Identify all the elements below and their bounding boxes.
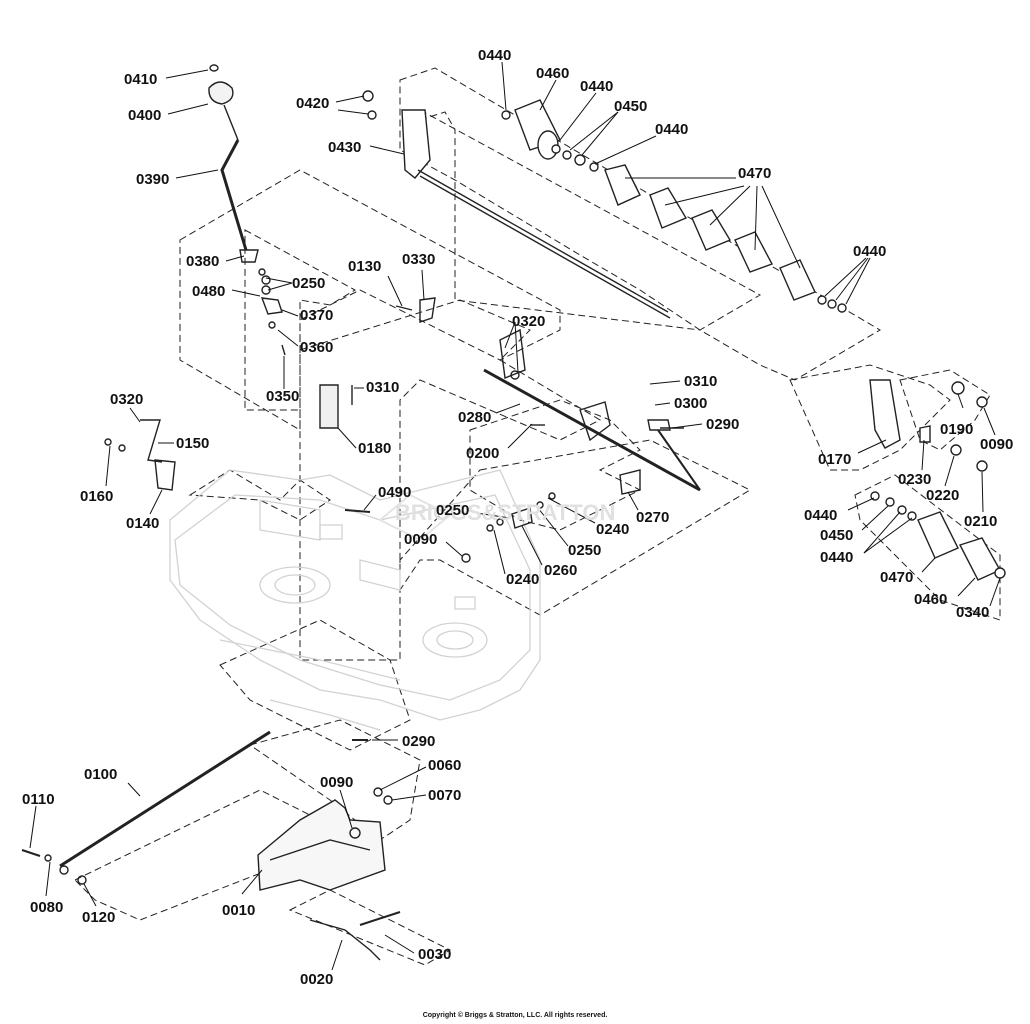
front-hitch [21, 730, 401, 961]
callout-0130: 0130 [348, 258, 382, 275]
callout-0320: 0320 [110, 391, 144, 408]
callout-0360: 0360 [300, 339, 334, 356]
callout-0470: 0470 [738, 165, 772, 182]
callout-0290: 0290 [706, 416, 740, 433]
callout-0320: 0320 [512, 313, 546, 330]
left-bracket [104, 419, 176, 491]
callout-0020: 0020 [300, 971, 334, 988]
callout-0250: 0250 [568, 542, 602, 559]
watermark-logo: BRIGGS&STRATTON [378, 493, 615, 542]
callout-0450: 0450 [614, 98, 648, 115]
callout-0480: 0480 [192, 283, 226, 300]
callout-0310: 0310 [684, 373, 718, 390]
callout-0240: 0240 [596, 521, 630, 538]
callout-0220: 0220 [926, 487, 960, 504]
callout-0430: 0430 [328, 139, 362, 156]
callout-0460: 0460 [914, 591, 948, 608]
callout-0440: 0440 [820, 549, 854, 566]
callout-0240: 0240 [506, 571, 540, 588]
mower-deck [169, 469, 541, 731]
right-roller-arm [869, 379, 1006, 581]
callout-0490: 0490 [378, 484, 412, 501]
callout-0410: 0410 [124, 71, 158, 88]
callout-0070: 0070 [428, 787, 462, 804]
callout-0010: 0010 [222, 902, 256, 919]
callout-0310: 0310 [366, 379, 400, 396]
center-linkage [319, 297, 701, 563]
callout-0140: 0140 [126, 515, 160, 532]
callout-0440: 0440 [655, 121, 689, 138]
callout-0250: 0250 [292, 275, 326, 292]
callout-0110: 0110 [22, 791, 55, 808]
callout-0380: 0380 [186, 253, 220, 270]
callout-0460: 0460 [536, 65, 570, 82]
callout-0180: 0180 [358, 440, 392, 457]
callout-0300: 0300 [674, 395, 708, 412]
callout-0350: 0350 [266, 388, 300, 405]
callout-0400: 0400 [128, 107, 162, 124]
callout-0160: 0160 [80, 488, 114, 505]
callout-0370: 0370 [300, 307, 334, 324]
callout-0060: 0060 [428, 757, 462, 774]
callout-0090: 0090 [980, 436, 1014, 453]
callout-0080: 0080 [30, 899, 64, 916]
lift-shaft [362, 90, 671, 319]
watermark-text: BRIGGS&STRATTON [395, 500, 615, 525]
lift-lever [208, 64, 286, 356]
callout-0100: 0100 [84, 766, 118, 783]
callout-0230: 0230 [898, 471, 932, 488]
callout-0150: 0150 [176, 435, 210, 452]
callout-0440: 0440 [804, 507, 838, 524]
callout-0090: 0090 [320, 774, 354, 791]
callout-0170: 0170 [818, 451, 852, 468]
callout-0290: 0290 [402, 733, 436, 750]
callout-0420: 0420 [296, 95, 330, 112]
callout-0200: 0200 [466, 445, 500, 462]
callout-0440: 0440 [853, 243, 887, 260]
callout-0260: 0260 [544, 562, 578, 579]
callout-0030: 0030 [418, 946, 452, 963]
callout-0250: 0250 [436, 502, 470, 519]
callout-0270: 0270 [636, 509, 670, 526]
callout-0390: 0390 [136, 171, 170, 188]
callout-0470: 0470 [880, 569, 914, 586]
leader-lines [29, 61, 1001, 971]
rollers-top [501, 99, 847, 313]
callout-0210: 0210 [964, 513, 998, 530]
callout-0190: 0190 [940, 421, 974, 438]
callout-0340: 0340 [956, 604, 990, 621]
callout-0090: 0090 [404, 531, 438, 548]
copyright-notice: Copyright © Briggs & Stratton, LLC. All … [422, 1012, 608, 1019]
callout-0440: 0440 [478, 47, 512, 64]
callout-0330: 0330 [402, 251, 436, 268]
callout-0120: 0120 [82, 909, 116, 926]
callout-0440: 0440 [580, 78, 614, 95]
callout-0280: 0280 [458, 409, 492, 426]
callout-0450: 0450 [820, 527, 854, 544]
